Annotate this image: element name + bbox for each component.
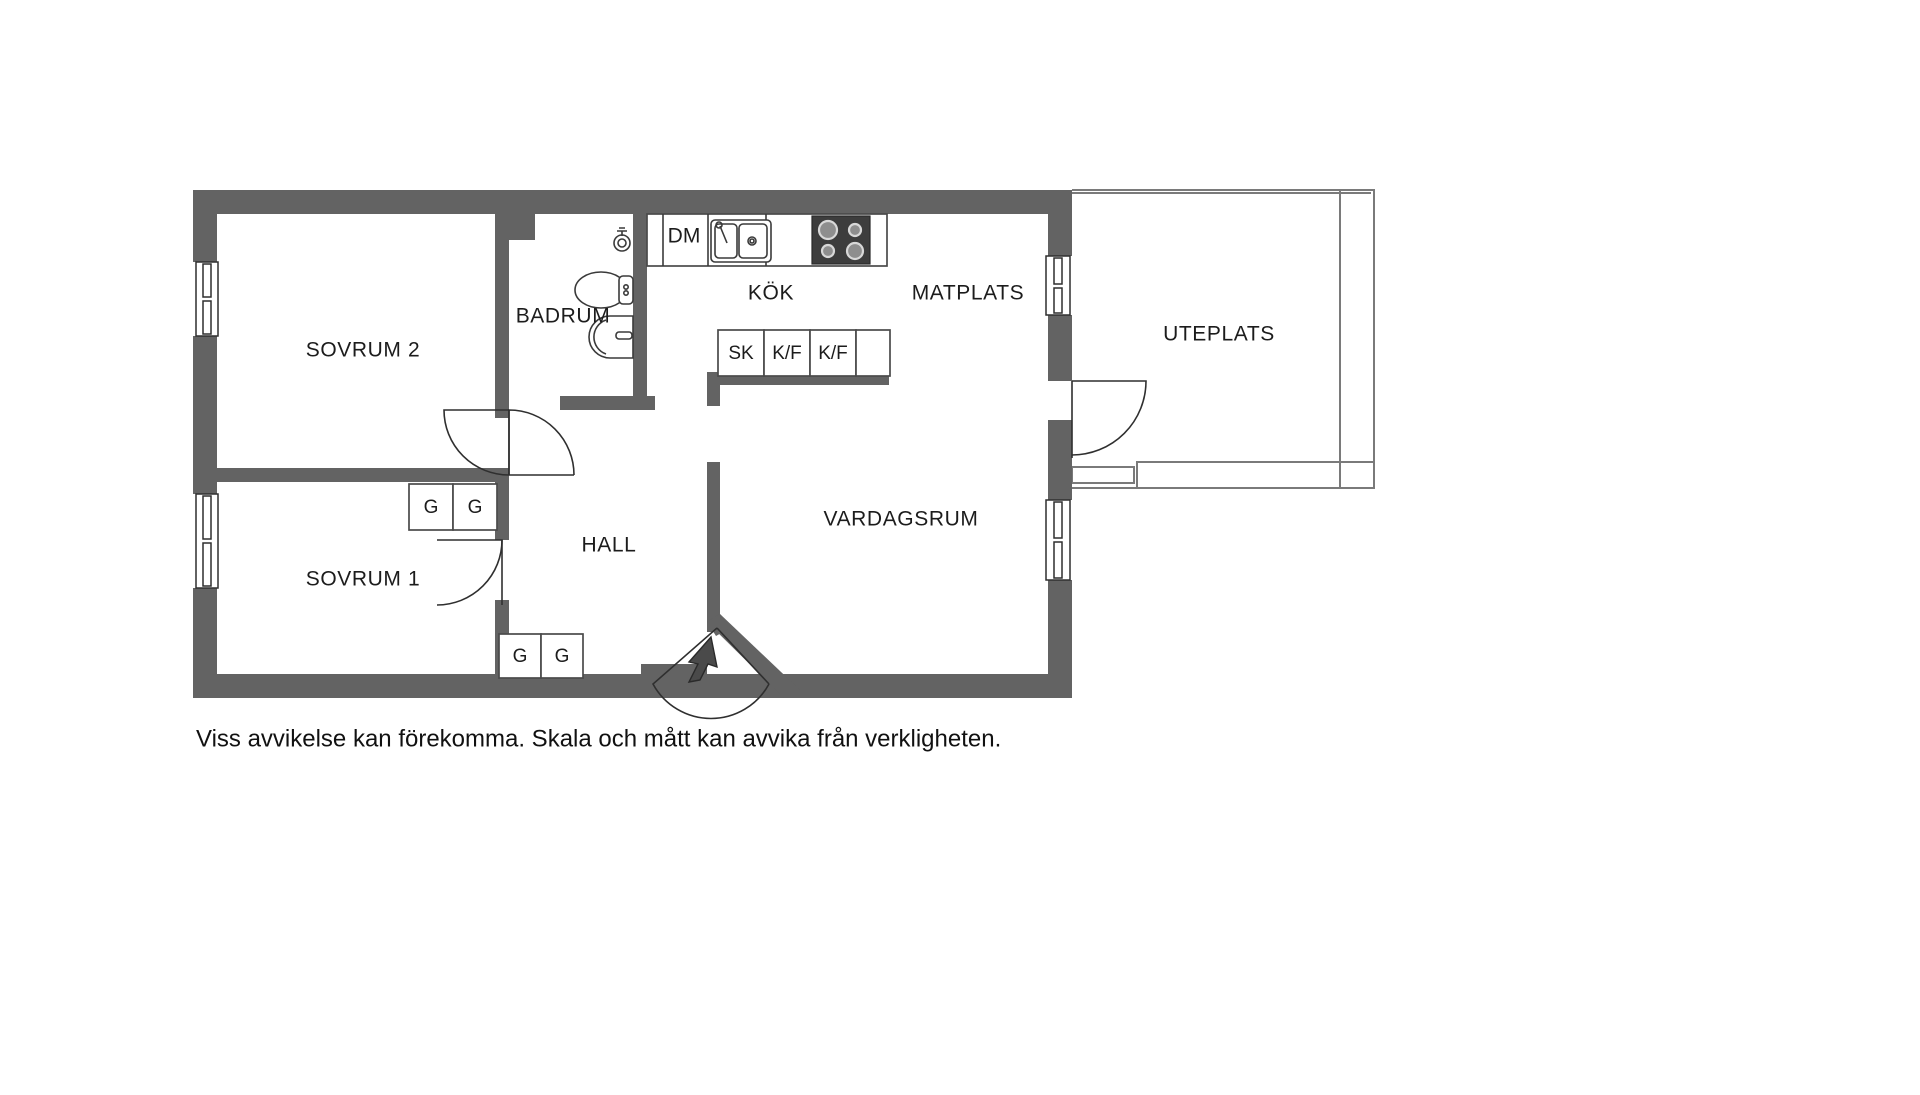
room-label-sovrum1: SOVRUM 1 xyxy=(306,568,421,591)
dishwasher-label: DM xyxy=(668,225,701,248)
hall-closets-lower: G G xyxy=(498,633,584,679)
uteplats-outline xyxy=(1071,189,1375,489)
cabinet-label-sk: SK xyxy=(728,343,754,364)
window-sovrum1 xyxy=(195,493,219,589)
closet-label-g-2: G xyxy=(468,497,483,518)
bedroom1-door[interactable] xyxy=(436,539,503,606)
exterior-walls xyxy=(193,190,1072,698)
sink-icon xyxy=(588,315,634,359)
interior-walls xyxy=(203,214,889,698)
patio-door[interactable] xyxy=(1071,380,1147,458)
cabinet-label-kf-1: K/F xyxy=(772,343,802,364)
room-label-hall: HALL xyxy=(582,534,637,557)
shower-mixer-icon xyxy=(613,227,631,252)
kitchen-cabinet-row: SK K/F K/F xyxy=(717,329,891,377)
stovetop-icon xyxy=(811,215,871,265)
kitchen-counter: DM xyxy=(646,213,888,267)
entrance-door[interactable] xyxy=(651,627,770,720)
bathroom-fixtures xyxy=(574,227,634,359)
windows-group xyxy=(195,255,1071,589)
hall-closets-upper: G G xyxy=(408,483,498,531)
closet-label-g-4: G xyxy=(555,646,570,667)
window-sovrum2 xyxy=(195,261,219,337)
entrance-arrow xyxy=(687,635,718,683)
bathroom-door[interactable] xyxy=(508,409,575,476)
kitchen-sink-icon xyxy=(710,219,772,263)
toilet-icon xyxy=(574,271,634,309)
room-label-sovrum2: SOVRUM 2 xyxy=(306,339,421,362)
window-matplats xyxy=(1045,255,1071,316)
disclaimer-caption: Viss avvikelse kan förekomma. Skala och … xyxy=(196,725,1001,752)
closet-label-g-3: G xyxy=(513,646,528,667)
doors-group xyxy=(436,380,1147,720)
window-vardagsrum xyxy=(1045,499,1071,581)
cabinet-label-kf-2: K/F xyxy=(818,343,848,364)
room-label-uteplats: UTEPLATS xyxy=(1163,323,1275,346)
room-label-kok: KÖK xyxy=(748,282,794,305)
closet-label-g-1: G xyxy=(424,497,439,518)
room-label-matplats: MATPLATS xyxy=(912,282,1025,305)
room-label-badrum: BADRUM xyxy=(516,305,611,328)
room-label-vardagsrum: VARDAGSRUM xyxy=(824,508,979,531)
room-labels: SOVRUM 2 BADRUM KÖK MATPLATS UTEPLATS HA… xyxy=(306,282,1275,591)
